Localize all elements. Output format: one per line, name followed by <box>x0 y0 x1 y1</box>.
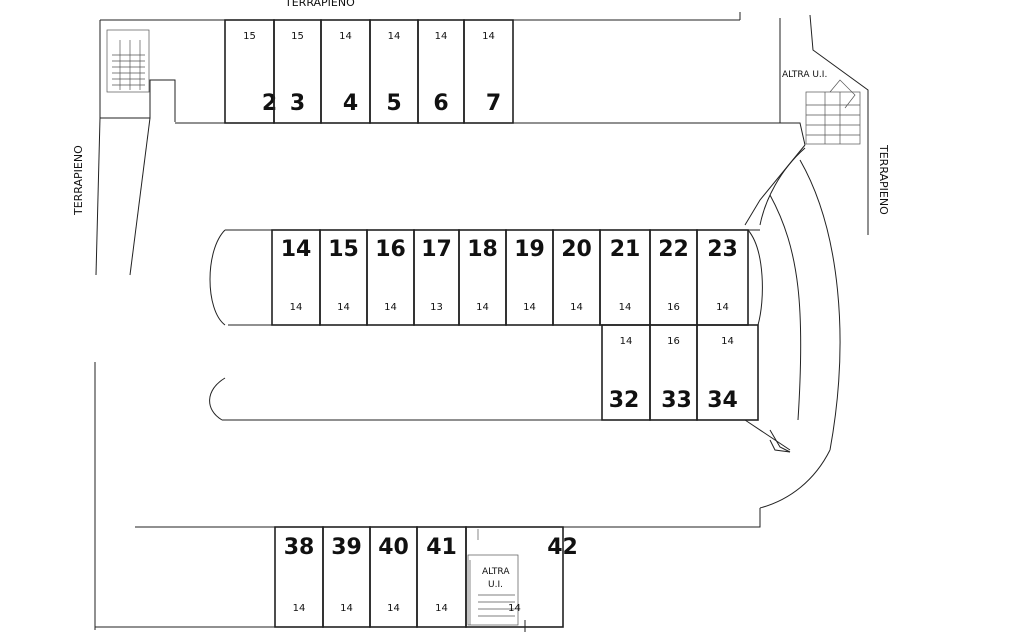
garage-number: 20 <box>561 237 592 262</box>
garage-34: 34 14 <box>696 324 759 421</box>
garage-area: 14 <box>339 31 352 42</box>
garage-41: 41 14 <box>416 526 467 628</box>
garage-area: 13 <box>430 302 443 313</box>
garage-number: 14 <box>281 237 312 262</box>
garage-area: 14 <box>435 31 448 42</box>
garage-5: 5 14 <box>369 19 419 124</box>
garage-number: 7 <box>486 91 501 116</box>
garage-number: 18 <box>467 237 498 262</box>
garage-number: 33 <box>661 388 692 413</box>
garage-number: 15 <box>328 237 359 262</box>
garage-row-3: 32 14 33 16 34 14 <box>601 324 759 421</box>
garage-area: 14 <box>482 31 495 42</box>
garage-32: 32 14 <box>601 324 651 421</box>
garage-area: 14 <box>716 302 729 313</box>
garage-area: 14 <box>388 31 401 42</box>
garage-row-1: 2 15 3 15 4 14 5 14 6 14 7 14 <box>224 19 514 124</box>
garage-21: 21 14 <box>599 229 651 326</box>
garage-area: 14 <box>523 302 536 313</box>
garage-area: 14 <box>293 603 306 614</box>
garage-area: 14 <box>620 336 633 347</box>
garage-number: 19 <box>514 237 545 262</box>
garage-number: 34 <box>707 388 738 413</box>
garage-area: 14 <box>476 302 489 313</box>
garage-number: 22 <box>658 237 689 262</box>
garage-42: 42 14 <box>465 526 578 628</box>
garage-outline <box>696 324 759 421</box>
garage-number: 3 <box>290 91 305 116</box>
stair-top-right <box>805 79 861 145</box>
stair-bottom <box>467 529 519 626</box>
garage-38: 38 14 <box>274 526 324 628</box>
garage-33: 33 16 <box>649 324 698 421</box>
garage-number: 40 <box>378 535 409 560</box>
garage-area: 14 <box>337 302 350 313</box>
garage-area: 14 <box>384 302 397 313</box>
garage-number: 6 <box>433 91 448 116</box>
garage-area: 14 <box>508 603 521 614</box>
garage-number: 41 <box>426 535 457 560</box>
label-altra-ui-bottom-1: ALTRA <box>482 567 510 577</box>
garage-area: 16 <box>667 336 680 347</box>
label-terrapieno-right: TERRAPIENO <box>877 144 890 215</box>
garage-area: 14 <box>290 302 303 313</box>
garage-area: 15 <box>243 31 256 42</box>
garage-area: 15 <box>291 31 304 42</box>
garage-3: 3 15 <box>273 19 322 124</box>
garage-40: 40 14 <box>369 526 418 628</box>
label-altra-ui-top: ALTRA U.I. <box>782 70 827 80</box>
stair-top-left <box>106 29 150 93</box>
garage-number: 39 <box>331 535 362 560</box>
garage-number: 16 <box>375 237 406 262</box>
garage-22: 22 16 <box>649 229 698 326</box>
garage-area: 16 <box>667 302 680 313</box>
garage-4: 4 14 <box>320 19 371 124</box>
garage-row-4: 38 14 39 14 40 14 41 14 42 14 <box>274 526 578 628</box>
garage-outline <box>463 19 514 124</box>
garage-number: 5 <box>386 91 401 116</box>
garage-area: 14 <box>721 336 734 347</box>
garage-23: 23 14 <box>696 229 749 326</box>
garage-number: 38 <box>284 535 315 560</box>
garage-number: 2 <box>262 91 277 116</box>
garage-39: 39 14 <box>322 526 371 628</box>
garage-area: 14 <box>435 603 448 614</box>
garage-number: 4 <box>343 91 358 116</box>
garage-14: 14 14 <box>271 229 321 326</box>
structure-walls <box>94 12 869 632</box>
garage-area: 14 <box>387 603 400 614</box>
garage-area: 14 <box>570 302 583 313</box>
garage-number: 17 <box>421 237 452 262</box>
garage-7: 7 14 <box>463 19 514 124</box>
garage-area: 14 <box>619 302 632 313</box>
garage-outline <box>465 526 564 628</box>
garage-area: 14 <box>340 603 353 614</box>
garage-number: 23 <box>707 237 738 262</box>
label-terrapieno-top: TERRAPIENO <box>284 0 355 9</box>
garage-number: 32 <box>609 388 640 413</box>
label-altra-ui-bottom-2: U.I. <box>488 580 503 590</box>
garage-2: 2 15 <box>224 19 277 124</box>
garage-6: 6 14 <box>417 19 465 124</box>
label-terrapieno-left: TERRAPIENO <box>72 145 85 216</box>
garage-number: 42 <box>547 535 578 560</box>
garage-number: 21 <box>610 237 641 262</box>
